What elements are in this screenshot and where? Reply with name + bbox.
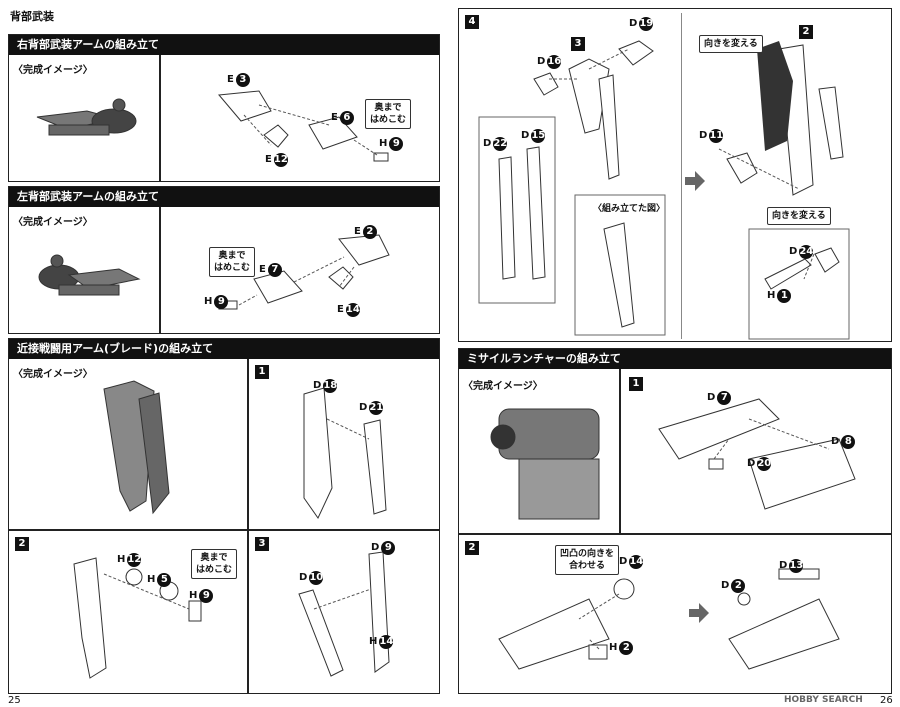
blade-arm-illustration xyxy=(73,380,390,679)
step4-illustration xyxy=(478,40,850,340)
panel-title: 右背部武装アームの組み立て xyxy=(9,35,439,55)
step-2: 2 xyxy=(15,537,29,551)
step-1: 1 xyxy=(629,377,643,391)
left-arm-illustration xyxy=(38,234,390,310)
turn-label-2: 向きを変える xyxy=(767,207,831,225)
image-label: 〈完成イメージ〉 xyxy=(13,217,93,228)
panel-title: ミサイルランチャーの組み立て xyxy=(459,349,891,369)
section-title-back-armament: 背部武装 xyxy=(10,10,54,23)
note-press-in: 奥まで はめこむ xyxy=(191,549,238,579)
substep-2: 2 xyxy=(799,25,813,39)
assembled-label: 〈組み立てた図〉 xyxy=(593,204,666,214)
step-3: 3 xyxy=(255,537,269,551)
watermark: HOBBY SEARCH xyxy=(784,695,863,705)
image-label: 〈完成イメージ〉 xyxy=(13,65,93,76)
panel-title: 近接戦闘用アーム(ブレード)の組み立て xyxy=(9,339,439,359)
note-press-in: 奥まで はめこむ xyxy=(365,99,412,129)
substep-3: 3 xyxy=(571,37,585,51)
image-label: 〈完成イメージ〉 xyxy=(463,381,543,392)
page-number-left: 25 xyxy=(8,695,21,706)
arrow-right-icon xyxy=(685,171,705,191)
note-align: 凹凸の向きを 合わせる xyxy=(555,545,620,575)
right-arm-illustration xyxy=(36,90,389,162)
step-2: 2 xyxy=(465,541,479,555)
image-label: 〈完成イメージ〉 xyxy=(13,369,93,380)
step-4: 4 xyxy=(465,15,479,29)
turn-label-1: 向きを変える xyxy=(699,35,763,53)
panel-title: 左背部武装アームの組み立て xyxy=(9,187,439,207)
arrow-right-icon xyxy=(689,603,709,623)
step-1: 1 xyxy=(255,365,269,379)
missile-illustration xyxy=(490,398,856,670)
page-number-right: 26 xyxy=(880,695,893,706)
note-press-in: 奥まで はめこむ xyxy=(209,247,256,277)
